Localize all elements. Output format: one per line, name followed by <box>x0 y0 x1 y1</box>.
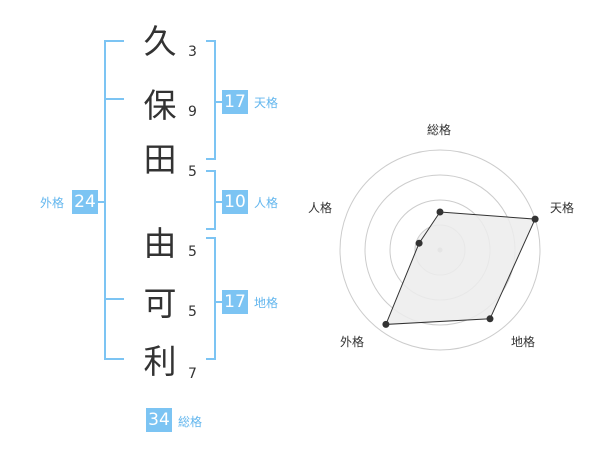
jinkaku-value-badge: 10 <box>222 190 248 214</box>
gaikaku-value-badge: 24 <box>72 190 98 214</box>
radar-point-3 <box>486 315 494 323</box>
gaikaku-bracket <box>104 40 124 360</box>
radar-label-chikaku: 地格 <box>511 335 536 349</box>
radar-label-jinkaku: 人格 <box>308 201 333 215</box>
soukaku-label: 総格 <box>178 415 203 429</box>
radar-point-2 <box>531 215 539 223</box>
stroke-count-5: 5 <box>188 304 197 320</box>
jinkaku-connector <box>216 201 222 203</box>
name-char-1: 久 <box>143 22 177 61</box>
soukaku-value-badge: 34 <box>146 408 172 432</box>
chikaku-connector <box>216 301 222 303</box>
chikaku-bracket <box>206 237 216 360</box>
tenkaku-bracket <box>206 40 216 160</box>
radar-label-soukaku: 総格 <box>427 123 452 137</box>
gaikaku-tick-lower <box>104 298 124 300</box>
radar-data-area <box>385 211 536 325</box>
name-char-4: 由 <box>143 224 177 263</box>
jinkaku-label: 人格 <box>254 196 279 210</box>
radar-label-tenkaku: 天格 <box>550 201 575 215</box>
name-char-2: 保 <box>143 86 177 125</box>
name-char-6: 利 <box>143 342 177 381</box>
tenkaku-connector <box>216 101 222 103</box>
radar-points <box>382 208 539 328</box>
stroke-count-4: 5 <box>188 244 197 260</box>
name-char-5: 可 <box>143 284 177 323</box>
stroke-count-2: 9 <box>188 104 197 120</box>
tenkaku-value-badge: 17 <box>222 90 248 114</box>
tenkaku-label: 天格 <box>254 96 279 110</box>
radar-point-4 <box>382 320 390 328</box>
radar-ring-4 <box>339 149 541 351</box>
radar-point-1 <box>436 208 444 216</box>
radar-point-5 <box>415 239 423 247</box>
gaikaku-tick-upper <box>104 98 124 100</box>
stroke-count-1: 3 <box>188 44 197 60</box>
jinkaku-bracket <box>206 170 216 230</box>
gaikaku-label: 外格 <box>40 196 65 210</box>
gaikaku-connector <box>98 201 104 203</box>
chikaku-label: 地格 <box>254 296 279 310</box>
chikaku-value-badge: 17 <box>222 290 248 314</box>
name-char-3: 田 <box>143 140 177 179</box>
stroke-count-3: 5 <box>188 164 197 180</box>
radar-label-gaikaku: 外格 <box>340 335 365 349</box>
stroke-count-6: 7 <box>188 366 197 382</box>
